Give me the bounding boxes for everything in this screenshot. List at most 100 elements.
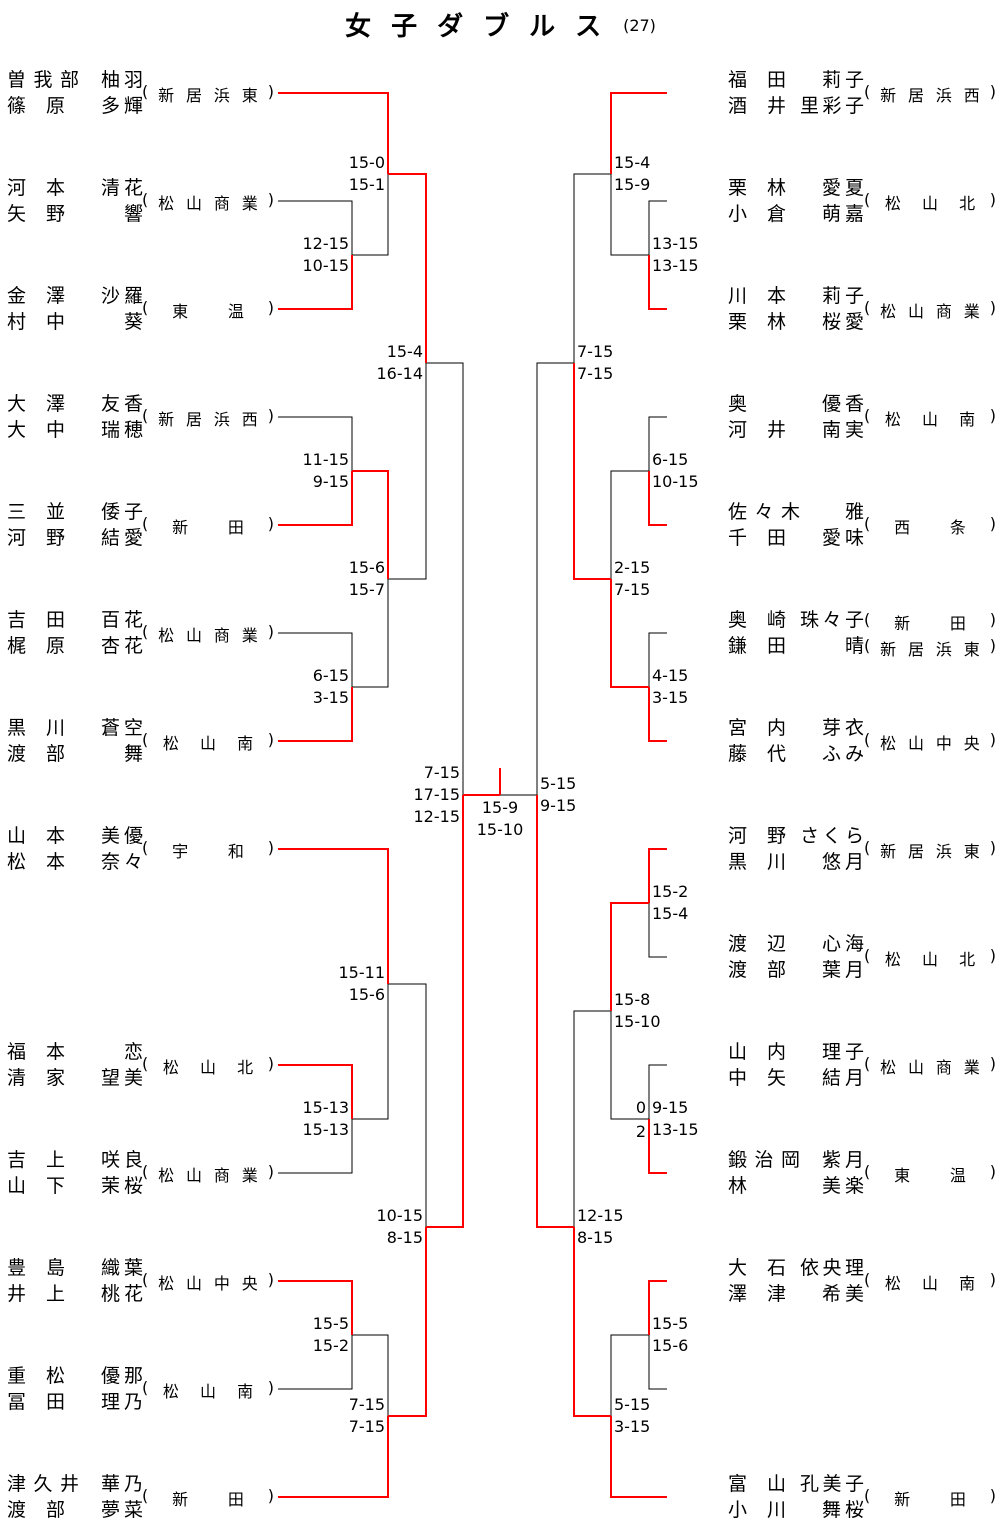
player-surname: 豊島 — [7, 1257, 65, 1279]
game-score: 15-8 — [614, 990, 651, 1009]
game-score: 15-6 — [348, 985, 385, 1004]
player-given-name: 美優 — [101, 825, 143, 847]
right-line-r2d-winner — [573, 1227, 611, 1417]
player-surname: 篠原 — [7, 95, 65, 117]
left-line-team-7 — [278, 687, 353, 742]
player-surname: 大澤 — [7, 393, 65, 415]
game-score: 6-15 — [312, 666, 349, 685]
left-team-entry: 吉田百花梶原杏花 — [7, 607, 143, 659]
game-score: 15-4 — [652, 904, 689, 923]
right-team-entry: 佐々木雅千田愛味 — [728, 499, 864, 551]
player-given-name: 恋 — [123, 1041, 143, 1063]
player-surname: 吉上 — [7, 1149, 65, 1171]
left-line-team-3 — [278, 255, 353, 310]
player-name: 山本美優 — [7, 823, 143, 849]
right-team-entry: 富山孔美子小川舞桜 — [728, 1471, 864, 1523]
player-surname: 重松 — [7, 1365, 65, 1387]
match-score: 6-15 3-15 — [313, 665, 349, 709]
left-line-r2b-winner — [388, 363, 427, 580]
left-line-team-1 — [278, 92, 389, 174]
player-given-name: 友香 — [101, 393, 143, 415]
player-surname: 栗林 — [728, 177, 786, 199]
player-surname: 梶原 — [7, 635, 65, 657]
school-name: (松山商業) — [864, 298, 996, 321]
right-team-entry: 渡辺心海渡部葉月 — [728, 931, 864, 983]
right-line-team-12 — [648, 1280, 667, 1335]
player-surname: 福田 — [728, 69, 786, 91]
player-surname: 曽我部 — [7, 69, 79, 91]
school-name: (松山中央) — [864, 730, 996, 753]
player-name: 井上桃花 — [7, 1281, 143, 1307]
player-name: 河野さくら — [728, 823, 864, 849]
player-given-name: 咲良 — [101, 1149, 143, 1171]
right-team-entry: 大石依央理澤津希美 — [728, 1255, 864, 1307]
right-line-r2c-winner — [573, 1010, 611, 1227]
player-given-name: 結愛 — [101, 527, 143, 549]
player-name: 松本奈々 — [7, 849, 143, 875]
player-surname: 富山 — [728, 1473, 786, 1495]
player-name: 河井南実 — [728, 417, 864, 443]
player-surname: 金澤 — [7, 285, 65, 307]
player-given-name: 瑞穂 — [101, 419, 143, 441]
player-name: 富山孔美子 — [728, 1471, 864, 1497]
left-team-entry: 大澤友香大中瑞穂 — [7, 391, 143, 443]
right-line-r1c-winner — [610, 579, 649, 688]
player-name: 金澤 沙羅 — [7, 283, 143, 309]
player-name: 佐々木雅 — [728, 499, 864, 525]
player-given-name: 悠月 — [822, 851, 864, 873]
game-score: 15-9 — [481, 798, 519, 817]
right-line-r1e-winner — [610, 1011, 649, 1120]
school-name: (松山北) — [864, 946, 996, 969]
player-name: 重松 優那 — [7, 1363, 143, 1389]
game-score: 13-15 — [652, 234, 699, 253]
player-given-name: 沙羅 — [101, 285, 143, 307]
player-given-name: 結月 — [822, 1067, 864, 1089]
player-given-name: 希美 — [822, 1283, 864, 1305]
right-line-r3b-winner — [536, 795, 574, 1228]
game-score: 12-15 — [413, 807, 461, 826]
game-score: 15-5 — [652, 1314, 689, 1333]
player-surname: 川本 — [728, 285, 786, 307]
left-team-entry: 豊島織葉井上桃花 — [7, 1255, 143, 1307]
game-score: 3-15 — [312, 688, 349, 707]
right-team-entry: 奥優香河井南実 — [728, 391, 864, 443]
player-given-name: 優那 — [101, 1365, 143, 1387]
game-score: 8-15 — [577, 1228, 614, 1247]
player-given-name: 心海 — [822, 933, 864, 955]
right-line-r2b-winner — [573, 363, 611, 580]
player-name: 清家望美 — [7, 1065, 143, 1091]
player-name: 奥優香 — [728, 391, 864, 417]
player-surname: 村中 — [7, 311, 65, 333]
player-name: 中矢 結月 — [728, 1065, 864, 1091]
player-surname: 渡部 — [728, 959, 786, 981]
game-score: 7-15 — [348, 1417, 385, 1436]
player-given-name: 杏花 — [101, 635, 143, 657]
player-given-name: 葵 — [123, 311, 143, 333]
school-name: (松山北) — [142, 1054, 274, 1077]
player-given-name: 莉子 — [822, 285, 864, 307]
left-line-team-6 — [278, 632, 353, 687]
player-surname: 藤代 — [728, 743, 786, 765]
school-name: (松山商業) — [864, 1054, 996, 1077]
left-line-r2a-winner — [388, 173, 427, 363]
player-given-name: 桜愛 — [822, 311, 864, 333]
player-given-name: 倭子 — [101, 501, 143, 523]
player-surname: 清家 — [7, 1067, 65, 1089]
left-line-r3a-winner — [426, 362, 464, 795]
entry-count: (27) — [623, 16, 656, 35]
school-name: (東温) — [142, 298, 274, 321]
player-surname: 小倉 — [728, 203, 786, 225]
player-surname: 山下 — [7, 1175, 65, 1197]
player-given-name: 珠々子 — [800, 609, 864, 631]
player-surname: 黒川 — [728, 851, 786, 873]
player-name: 河野結愛 — [7, 525, 143, 551]
player-surname: 中矢 — [728, 1067, 786, 1089]
left-line-team-2 — [278, 200, 353, 255]
